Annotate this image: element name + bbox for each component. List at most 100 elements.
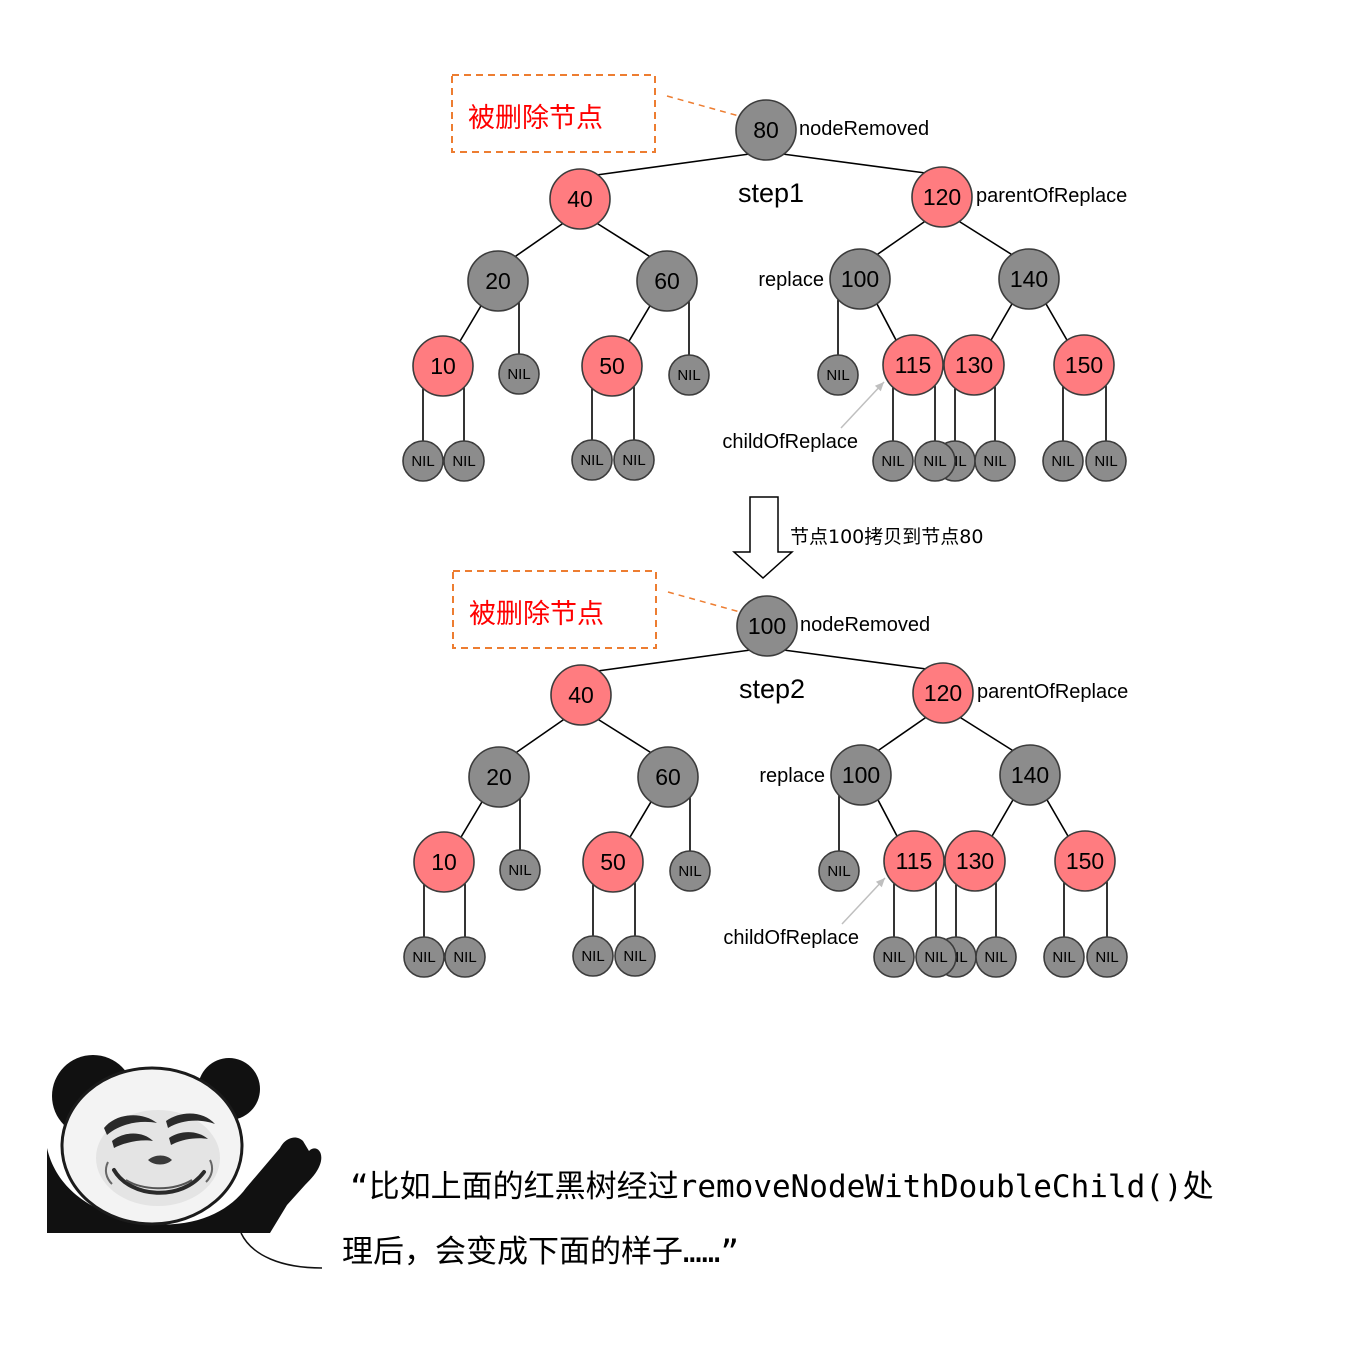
tree-edge [783, 649, 927, 670]
tree-node-40: 40 [550, 664, 612, 726]
tree-node-150: 150 [1054, 830, 1116, 892]
pointer-arrowhead-icon [874, 382, 884, 392]
tree-node-120: 120 [911, 166, 973, 228]
tree-node-50: 50 [582, 831, 644, 893]
node-value: NIL [924, 949, 947, 966]
red-node-circle [581, 335, 643, 397]
tree-node-130: 130 [944, 830, 1006, 892]
node-value: NIL [581, 948, 604, 965]
node-value: NIL [984, 949, 1007, 966]
node-value: NIL [827, 863, 850, 880]
node-value: NIL [677, 367, 700, 384]
node-value: 120 [924, 680, 962, 706]
node-value: NIL [1094, 453, 1117, 470]
red-node-circle [883, 830, 945, 892]
tree-edge [596, 222, 651, 258]
red-node-circle [944, 830, 1006, 892]
copy-transition: 节点100拷贝到节点80 [732, 496, 983, 580]
tree-edge [782, 153, 926, 174]
tree-node-60: 60 [637, 746, 699, 808]
tree-edge [514, 222, 564, 258]
node-value: 115 [895, 352, 932, 378]
black-node-circle [736, 595, 798, 657]
node-value: 60 [654, 268, 680, 294]
tree-node-130: 130 [943, 334, 1005, 396]
red-node-circle [943, 334, 1005, 396]
panda-right-eye [169, 1132, 208, 1145]
node-value: 115 [896, 848, 933, 874]
node-value: NIL [580, 452, 603, 469]
node-value: 100 [748, 613, 786, 639]
nil-leaf-node: NIL [571, 439, 613, 481]
removed-node-callout-box [452, 570, 657, 649]
tree-edge [627, 304, 652, 343]
node-value: 140 [1011, 762, 1049, 788]
node-value: 40 [567, 186, 593, 212]
panda-left-cheek-line [104, 1161, 113, 1185]
node-value: NIL [412, 949, 435, 966]
parent-of-replace-label: parentOfReplace [976, 185, 1127, 207]
nil-leaf-node: NIL [1085, 440, 1127, 482]
node-value: NIL [452, 453, 475, 470]
nil-leaf-node: NIL [498, 353, 540, 395]
node-value: 20 [486, 764, 512, 790]
node-value: NIL [923, 453, 946, 470]
node-value: 10 [430, 353, 456, 379]
node-value: NIL [1095, 949, 1118, 966]
black-node-circle [735, 99, 797, 161]
nil-leaf-node: NIL [873, 936, 915, 978]
black-node-circle [830, 744, 892, 806]
black-node-circle [1086, 936, 1128, 978]
pointer-arrowhead-icon [875, 878, 885, 888]
black-node-circle [613, 439, 655, 481]
down-arrow-icon [732, 496, 794, 580]
nil-leaf-node: NIL [669, 850, 711, 892]
tree-edge [1044, 302, 1069, 342]
node-value: NIL [881, 453, 904, 470]
red-node-circle [911, 166, 973, 228]
tree-edge [876, 220, 926, 256]
nil-leaf-node: NIL [817, 354, 859, 396]
node-value: NIL [983, 453, 1006, 470]
red-node-circle [1053, 334, 1115, 396]
black-node-circle [637, 746, 699, 808]
tree-edge [596, 153, 750, 176]
node-value: 130 [955, 352, 993, 378]
panda-right-brow [166, 1113, 215, 1128]
tree-node-20: 20 [467, 250, 529, 312]
tree-node-100: 100 [830, 744, 892, 806]
tree-node-150: 150 [1053, 334, 1115, 396]
red-node-circle [882, 334, 944, 396]
panda-speech-caption: “比如上面的红黑树经过removeNodeWithDoubleChild()处 … [342, 1169, 1214, 1270]
black-node-circle [1043, 936, 1085, 978]
nil-leaf-node: NIL [444, 936, 486, 978]
tree-edge [959, 716, 1014, 752]
node-value: NIL [453, 949, 476, 966]
tree-node-60: 60 [636, 250, 698, 312]
replace-label: replace [759, 765, 825, 787]
tree-node-140: 140 [998, 248, 1060, 310]
nil-leaf-node: NIL [975, 936, 1017, 978]
node-value: 150 [1065, 352, 1103, 378]
tree-node-40: 40 [549, 168, 611, 230]
nil-leaf-node: NIL [1042, 440, 1084, 482]
nil-leaf-node: NIL [872, 440, 914, 482]
tree-edge [990, 798, 1015, 838]
black-node-circle [975, 936, 1017, 978]
tree-node-120: 120 [912, 662, 974, 724]
tree-edge [989, 302, 1014, 342]
nil-leaf-node: NIL [402, 440, 444, 482]
removed-node-callout-label: 被删除节点 [468, 103, 603, 134]
node-value: NIL [678, 863, 701, 880]
speech-bubble-tail [240, 1232, 323, 1269]
callout-connector-line [666, 95, 740, 117]
black-node-circle [873, 936, 915, 978]
step-label: step1 [738, 178, 804, 208]
nil-leaf-node: NIL [914, 440, 956, 482]
tree-edge [876, 798, 899, 838]
nil-leaf-node: NIL [974, 440, 1016, 482]
